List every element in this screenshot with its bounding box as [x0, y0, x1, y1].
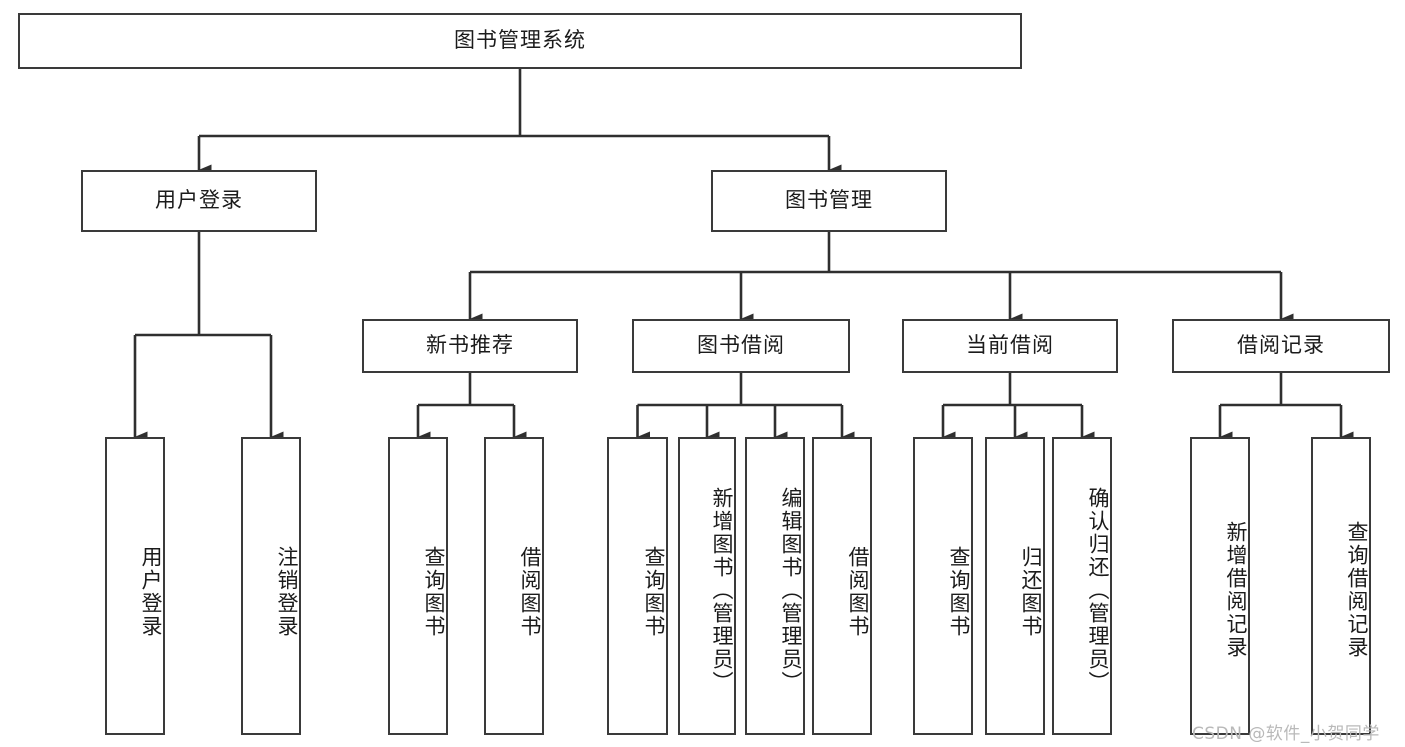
node-book-borrow[interactable]: 图书借阅 — [632, 319, 850, 373]
node-bb-borrow-book[interactable]: 借阅图书 — [812, 437, 872, 735]
node-user-login-do[interactable]: 用户登录 — [105, 437, 165, 735]
node-label-br-add-record: 新增借阅记录 — [1224, 521, 1248, 659]
node-label-root: 图书管理系统 — [454, 28, 586, 53]
node-label-cb-query-book: 查询图书 — [947, 546, 971, 638]
node-borrow-records[interactable]: 借阅记录 — [1172, 319, 1390, 373]
node-label-bb-query-book: 查询图书 — [642, 546, 666, 638]
node-label-bb-edit-book: 编辑图书（管理员） — [779, 486, 803, 694]
node-label-nbr-query-book: 查询图书 — [422, 546, 446, 638]
node-label-cb-return-book: 归还图书 — [1019, 546, 1043, 638]
node-label-book-management: 图书管理 — [785, 188, 873, 213]
node-label-new-book-recommend: 新书推荐 — [426, 333, 514, 358]
node-bb-edit-book[interactable]: 编辑图书（管理员） — [745, 437, 805, 735]
node-label-bb-add-book: 新增图书（管理员） — [710, 486, 734, 694]
node-user-login[interactable]: 用户登录 — [81, 170, 317, 232]
node-cb-query-book[interactable]: 查询图书 — [913, 437, 973, 735]
tree-connectors — [133, 69, 1354, 443]
node-user-logout[interactable]: 注销登录 — [241, 437, 301, 735]
node-label-cb-confirm-return: 确认归还（管理员） — [1086, 486, 1110, 694]
node-br-add-record[interactable]: 新增借阅记录 — [1190, 437, 1250, 735]
node-bb-add-book[interactable]: 新增图书（管理员） — [678, 437, 736, 735]
node-new-book-recommend[interactable]: 新书推荐 — [362, 319, 578, 373]
node-current-borrow[interactable]: 当前借阅 — [902, 319, 1118, 373]
node-label-bb-borrow-book: 借阅图书 — [846, 546, 870, 638]
node-bb-query-book[interactable]: 查询图书 — [607, 437, 668, 735]
node-nbr-query-book[interactable]: 查询图书 — [388, 437, 448, 735]
node-cb-return-book[interactable]: 归还图书 — [985, 437, 1045, 735]
node-label-book-borrow: 图书借阅 — [697, 333, 785, 358]
node-cb-confirm-return[interactable]: 确认归还（管理员） — [1052, 437, 1112, 735]
watermark-text: CSDN @软件_小贺同学 — [1192, 724, 1380, 744]
node-label-current-borrow: 当前借阅 — [966, 333, 1054, 358]
node-label-nbr-borrow-book: 借阅图书 — [518, 546, 542, 638]
node-label-user-logout: 注销登录 — [275, 546, 299, 638]
node-book-management[interactable]: 图书管理 — [711, 170, 947, 232]
node-label-user-login: 用户登录 — [155, 188, 243, 213]
node-root[interactable]: 图书管理系统 — [18, 13, 1022, 69]
node-label-user-login-do: 用户登录 — [139, 546, 163, 638]
node-label-borrow-records: 借阅记录 — [1237, 333, 1325, 358]
node-label-br-query-record: 查询借阅记录 — [1345, 521, 1369, 659]
node-nbr-borrow-book[interactable]: 借阅图书 — [484, 437, 544, 735]
node-br-query-record[interactable]: 查询借阅记录 — [1311, 437, 1371, 735]
